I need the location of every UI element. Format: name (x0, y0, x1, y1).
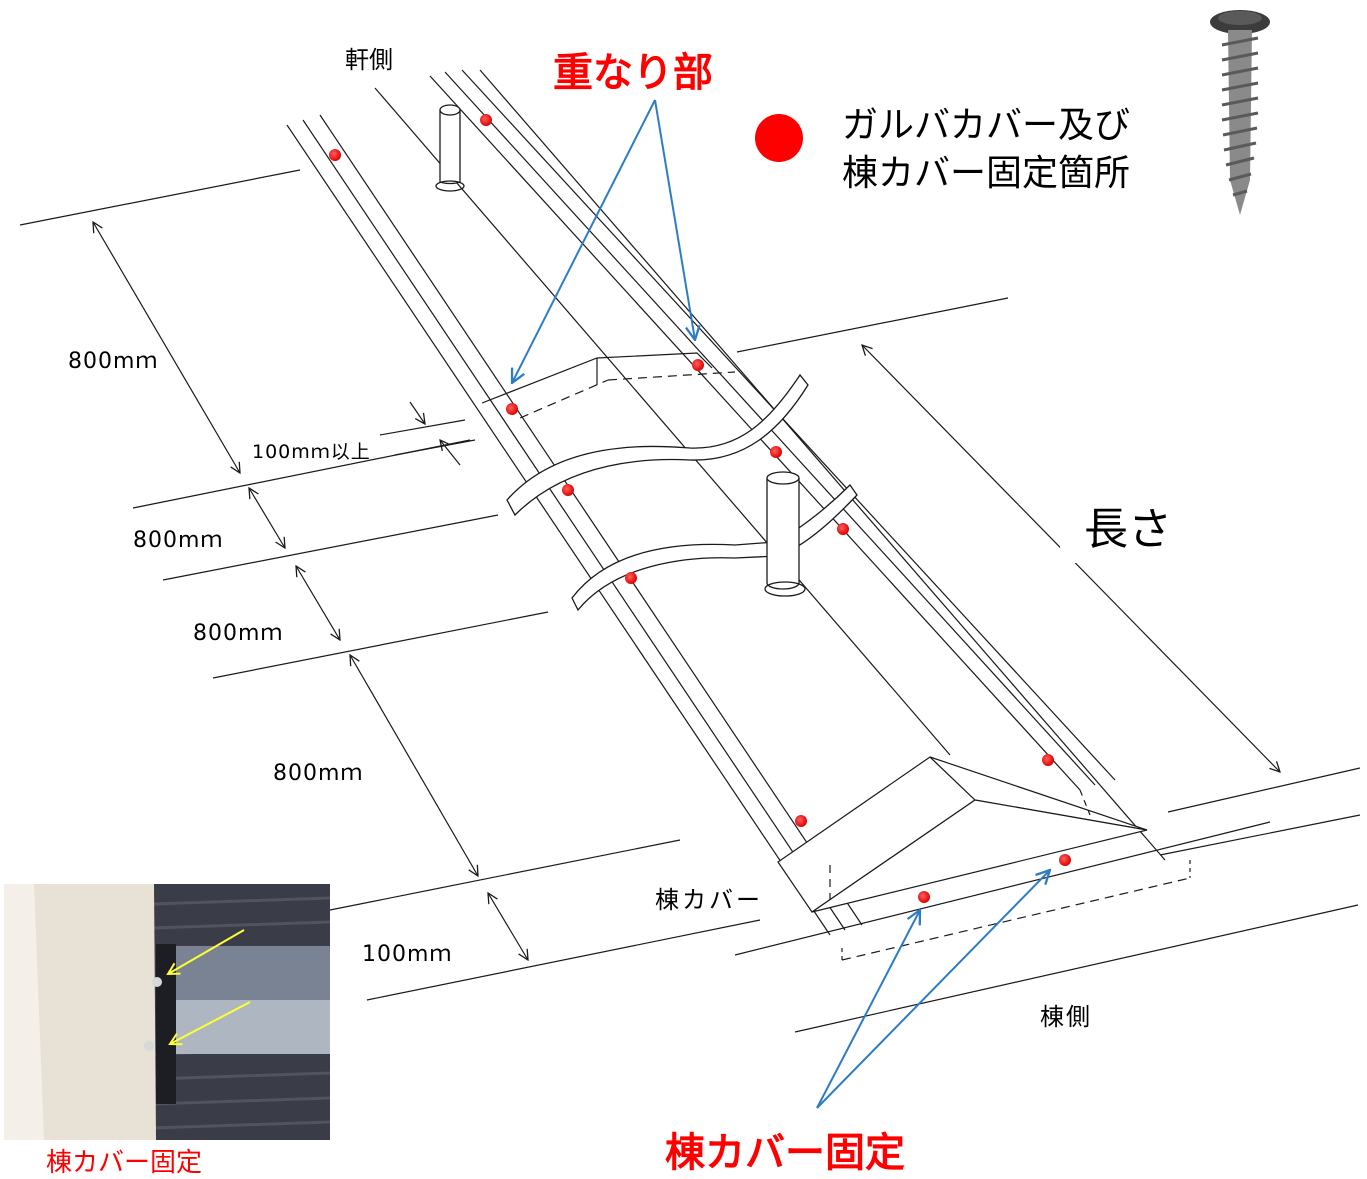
eave-side-label: 軒側 (345, 46, 393, 74)
ridge-cover-fix-title: 棟カバー固定 (665, 1130, 905, 1176)
ridge-fix-callout-arrows (816, 870, 1050, 1109)
fix-point (837, 523, 849, 535)
fix-point (918, 891, 930, 903)
fix-point (329, 149, 341, 161)
fix-point (1059, 854, 1071, 866)
length-label: 長さ (1060, 493, 1330, 563)
dimension-label-3: 800mｍ (193, 621, 284, 646)
fix-point (480, 114, 492, 126)
fix-point (692, 359, 704, 371)
ridge-cover-shape (777, 756, 1191, 961)
photo-caption: 棟カバー固定 (46, 1148, 203, 1178)
pipes (435, 104, 806, 597)
fix-point (1042, 754, 1054, 766)
dimension-label-1: 800mｍ (68, 349, 159, 374)
overlap-band (481, 352, 736, 419)
overlap-title: 重なり部 (553, 50, 713, 96)
fix-point (506, 403, 518, 415)
red-dot-icon (755, 114, 803, 162)
ridge-side-label: 棟側 (1040, 1003, 1092, 1031)
legend-line-2: 棟カバー固定箇所 (842, 153, 1131, 194)
dimension-label-2: 800mｍ (133, 528, 224, 553)
reference-lines (19, 169, 1361, 1033)
fix-point (562, 484, 574, 496)
dimension-label-overlap: 100mｍ以上 (252, 441, 371, 463)
overlap-callout-arrows (512, 99, 695, 383)
fix-point (770, 446, 782, 458)
fix-point (625, 572, 637, 584)
screw-icon (1210, 10, 1270, 215)
fix-point (795, 815, 807, 827)
dimension-label-4: 800mｍ (273, 761, 364, 786)
legend-line-1: ガルバカバー及び (842, 105, 1131, 146)
fixing-points (329, 114, 1071, 903)
break-lines (506, 373, 858, 612)
dimension-label-5: 100mｍ (362, 942, 453, 967)
ridge-cover-photo (4, 884, 330, 1140)
ridge-cover-label: 棟カバー (655, 886, 763, 914)
dimension-arrows (93, 222, 1280, 960)
